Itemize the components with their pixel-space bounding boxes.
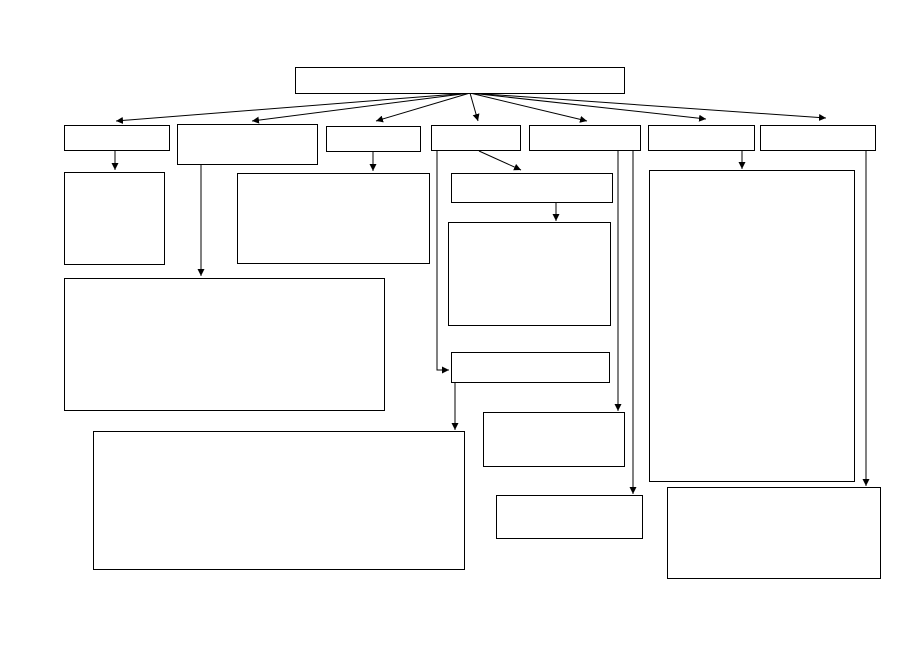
branch-2-node — [177, 124, 318, 165]
branch-2-child-node — [64, 278, 385, 411]
branch-4-child-node — [451, 173, 613, 203]
branch-5-child-b-node — [496, 495, 643, 539]
connector-root-to-n3 — [375, 92, 471, 123]
branch-4-child-label — [530, 186, 534, 190]
connector-root-to-n6 — [469, 92, 707, 122]
branch-2-grandchild-node — [93, 431, 465, 570]
branch-4-grandchild-node — [448, 222, 611, 326]
branch-2-grandchild-label — [277, 499, 281, 503]
branch-7-node — [760, 125, 876, 151]
branch-5-label — [583, 136, 587, 140]
branch-1-label — [115, 136, 119, 140]
branch-4-lower-child-node — [451, 352, 610, 383]
root-node-label — [458, 79, 462, 83]
branch-5-node — [529, 125, 641, 151]
branch-6-node — [648, 125, 755, 151]
connector-root-to-n1 — [115, 92, 471, 124]
branch-1-child-node — [64, 172, 165, 265]
root-node — [295, 67, 625, 94]
branch-3-child-label — [332, 217, 336, 221]
branch-3-label — [372, 137, 376, 141]
branch-6-child-label — [750, 324, 754, 328]
connector-n4-to-n4c — [436, 151, 449, 374]
branch-4-label — [474, 136, 478, 140]
branch-5-child-b-label — [568, 515, 572, 519]
branch-7-child-label — [772, 531, 776, 535]
branch-2-label — [246, 143, 250, 147]
branch-7-label — [816, 136, 820, 140]
branch-4-lower-child-label — [529, 366, 533, 370]
branch-6-child-node — [649, 170, 855, 482]
connector-root-to-n2 — [251, 92, 471, 124]
branch-3-child-node — [237, 173, 430, 264]
connector-root-to-n7 — [469, 92, 827, 122]
connector-n4-to-n4a — [478, 150, 522, 171]
branch-4-node — [431, 125, 521, 151]
branch-6-label — [700, 136, 704, 140]
connector-root-to-n5 — [469, 92, 588, 123]
connector-root-to-n4 — [469, 92, 480, 122]
branch-2-child-label — [223, 343, 227, 347]
branch-5-child-a-node — [483, 412, 625, 467]
branch-7-child-node — [667, 487, 881, 579]
branch-4-grandchild-label — [528, 272, 532, 276]
branch-3-node — [326, 126, 421, 152]
branch-5-child-a-label — [552, 438, 556, 442]
branch-1-child-label — [113, 217, 117, 221]
branch-1-node — [64, 125, 170, 151]
